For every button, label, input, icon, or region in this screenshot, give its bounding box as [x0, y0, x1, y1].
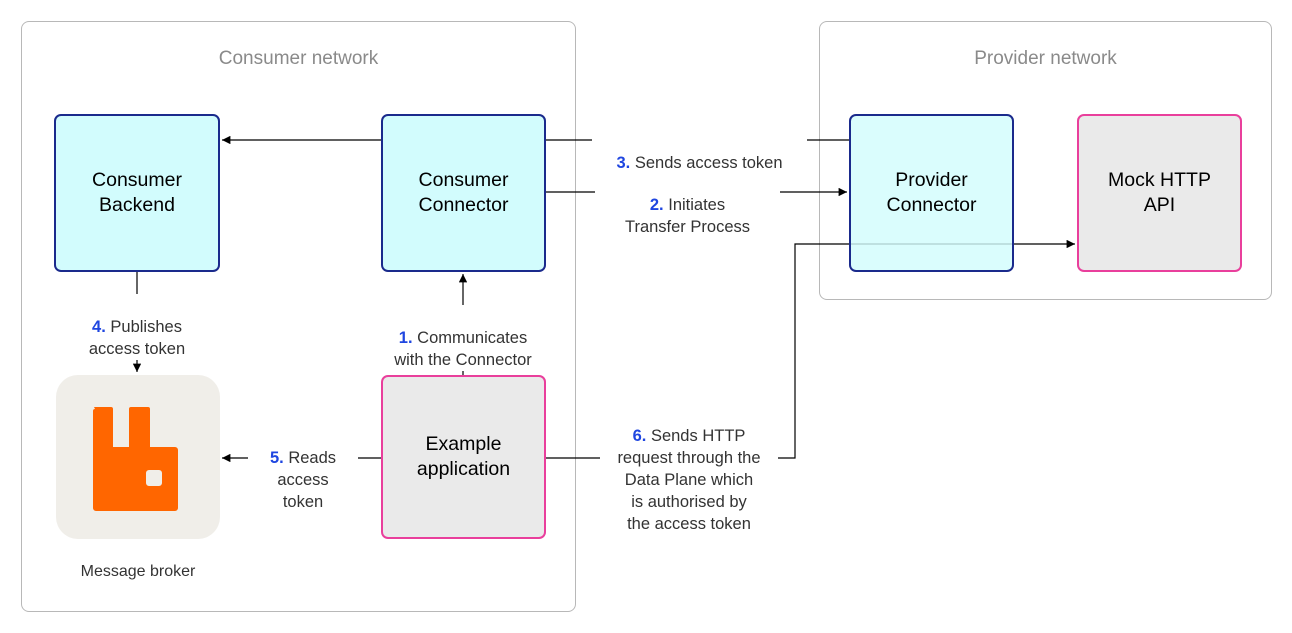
mock-http-api: Mock HTTP API — [1077, 114, 1242, 272]
step-5-text: Reads access token — [277, 449, 337, 511]
step-3-text: Sends access token — [634, 154, 783, 172]
message-broker — [56, 375, 220, 539]
example-application: Example application — [381, 375, 546, 539]
step-5-number: 5. — [269, 449, 284, 467]
consumer-backend-label: Consumer Backend — [92, 169, 182, 216]
step-6-number: 6. — [632, 427, 647, 445]
step-1-label: 1. Communicates with the Connector — [373, 305, 553, 371]
consumer-connector-label: Consumer Connector — [418, 169, 509, 216]
consumer-network-title: Consumer network — [218, 48, 379, 69]
step-6-text: Sends HTTP request through the Data Plan… — [617, 427, 761, 533]
step-1-number: 1. — [398, 329, 413, 347]
mock-http-api-label: Mock HTTP API — [1108, 169, 1211, 216]
step-3-label: 3. Sends access token — [592, 130, 807, 172]
rabbitmq-logo-icon — [93, 407, 178, 511]
provider-network-title: Provider network — [974, 48, 1117, 69]
step-6-label: 6. Sends HTTP request through the Data P… — [600, 403, 778, 535]
example-application-label: Example application — [416, 433, 511, 480]
step-2-label: 2. Initiates Transfer Process — [595, 172, 780, 238]
step-4-number: 4. — [92, 318, 106, 336]
step-2-text: Initiates Transfer Process — [624, 196, 750, 236]
step-1-text: Communicates with the Connector — [394, 329, 532, 369]
consumer-backend: Consumer Backend — [54, 114, 220, 272]
provider-connector: Provider Connector — [849, 114, 1014, 272]
message-broker-label: Message broker — [80, 563, 196, 580]
step-4-text: Publishes access token — [88, 318, 186, 358]
step-2-number: 2. — [649, 196, 664, 214]
step-4-label: 4. Publishes access token — [62, 294, 212, 360]
step-5-label: 5. Reads access token — [248, 425, 358, 513]
provider-network: Provider network — [819, 21, 1272, 300]
step-3-number: 3. — [616, 154, 631, 172]
consumer-network: Consumer network — [21, 21, 576, 612]
provider-connector-label: Provider Connector — [886, 169, 977, 216]
consumer-connector: Consumer Connector — [381, 114, 546, 272]
